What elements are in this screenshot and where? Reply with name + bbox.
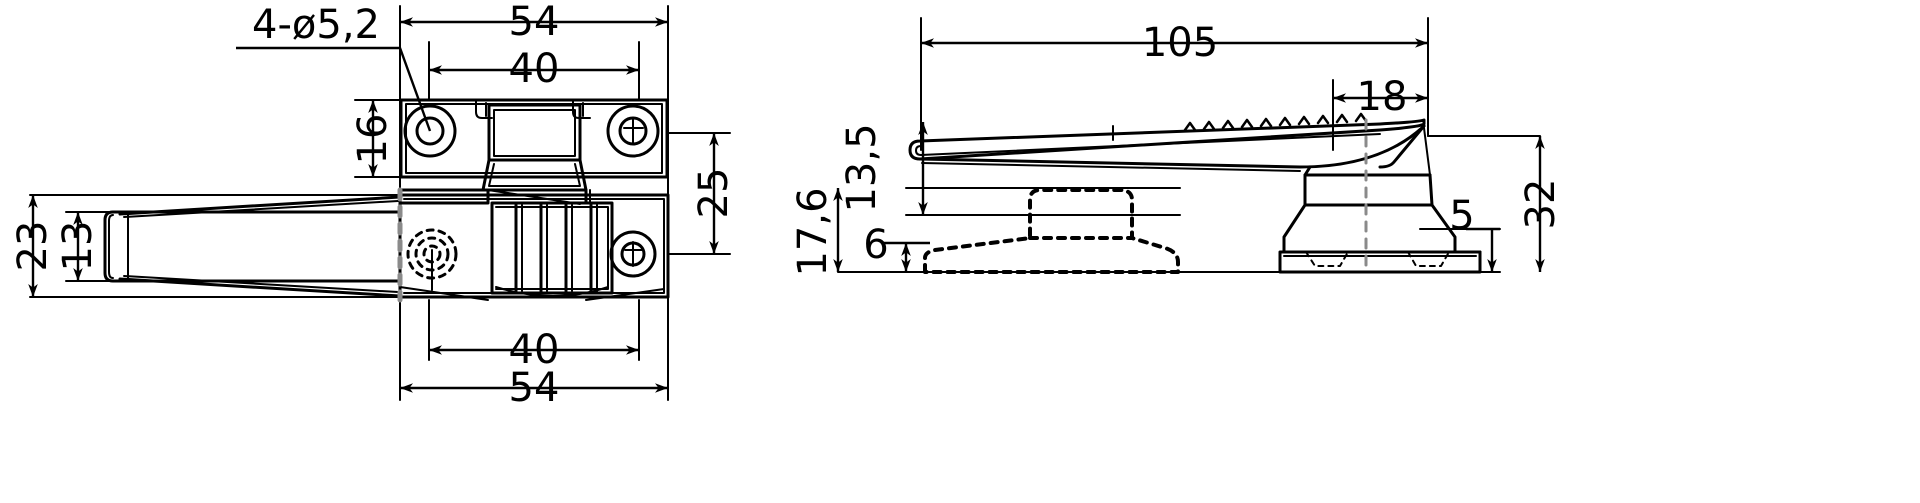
dim-holes: 4-ø5,2 <box>252 2 380 48</box>
top-mounting-plate <box>399 98 669 192</box>
dim-105: 105 <box>1142 20 1218 66</box>
dim-13: 13 <box>55 221 101 272</box>
dim-32: 32 <box>1518 179 1564 230</box>
dim-54-bottom: 54 <box>509 365 560 411</box>
dim-40-top: 40 <box>509 46 560 92</box>
dim-6: 6 <box>863 222 888 268</box>
pedestal-base <box>1278 118 1482 274</box>
dim-13-5: 13,5 <box>839 123 885 212</box>
handle-side-lever <box>908 112 1426 172</box>
dim-17-6: 17,6 <box>790 187 836 276</box>
right-view-group <box>837 17 1541 274</box>
dim-25: 25 <box>691 168 737 219</box>
dim-23: 23 <box>10 221 56 272</box>
hidden-counterpart-outline <box>923 188 1180 274</box>
right-dimension-lines <box>833 38 1545 272</box>
left-dimension-labels: 54 40 16 25 23 13 40 54 4-ø5,2 <box>10 0 737 411</box>
dim-18: 18 <box>1357 74 1408 120</box>
dim-16: 16 <box>350 114 396 165</box>
right-dimension-labels: 105 18 32 5 13,5 17,6 6 <box>790 20 1564 277</box>
dim-5: 5 <box>1449 193 1474 239</box>
dim-40-bottom: 40 <box>509 327 560 373</box>
dim-54-top: 54 <box>509 0 560 45</box>
left-dimension-lines <box>28 17 719 393</box>
left-view-group <box>29 5 731 401</box>
